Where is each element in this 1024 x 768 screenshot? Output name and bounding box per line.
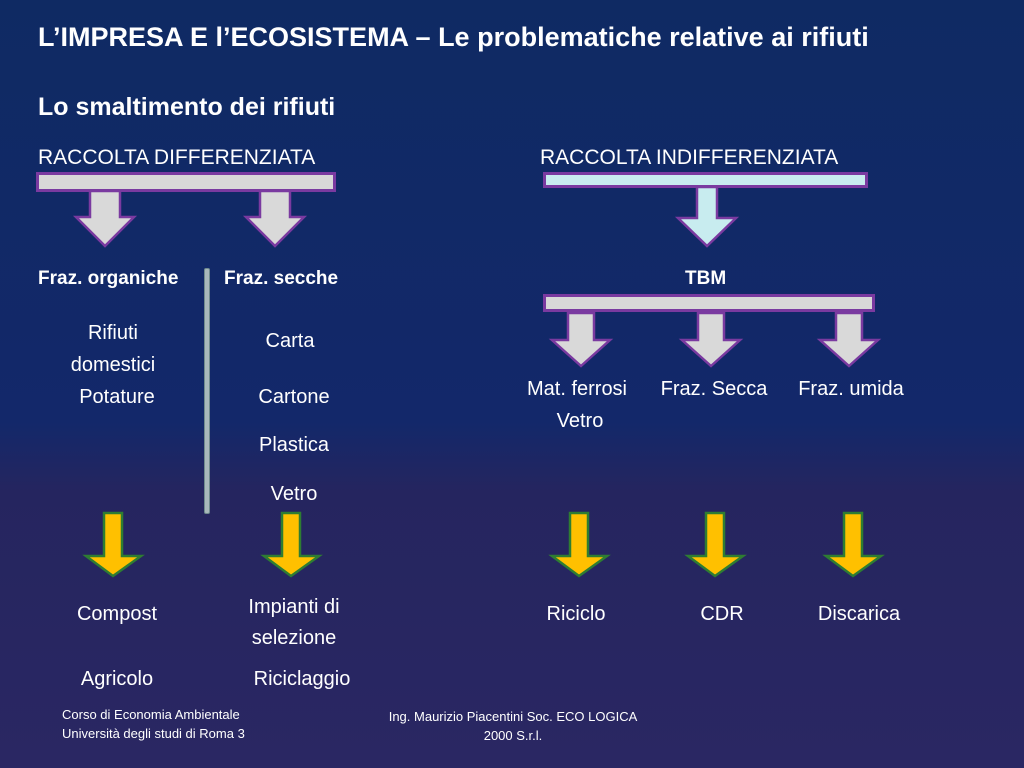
outcome-agricolo: Agricolo bbox=[80, 668, 154, 690]
arrow-down-icon bbox=[816, 311, 882, 368]
arrow-down-icon bbox=[72, 189, 138, 248]
fraz-umida-label: Fraz. umida bbox=[798, 378, 904, 400]
outcome-riciclaggio: Riciclaggio bbox=[253, 668, 351, 690]
slide-subtitle: Lo smaltimento dei rifiuti bbox=[38, 93, 336, 121]
fraz-secca-label: Fraz. Secca bbox=[660, 378, 768, 400]
footer-author-line2: 2000 S.r.l. bbox=[483, 728, 543, 743]
slide-title: L’IMPRESA E l’ECOSISTEMA – Le problemati… bbox=[38, 22, 869, 52]
arrow-down-icon bbox=[242, 189, 308, 248]
mat-ferrosi-label: Mat. ferrosi bbox=[526, 378, 628, 400]
outcome-compost: Compost bbox=[76, 603, 158, 625]
footer-author-line1: Ing. Maurizio Piacentini Soc. ECO LOGICA bbox=[388, 709, 638, 724]
footer-course: Corso di Economia Ambientale Università … bbox=[62, 705, 245, 743]
footer-course-line2: Università degli studi di Roma 3 bbox=[62, 726, 245, 741]
fraz-secche-label: Fraz. secche bbox=[224, 268, 339, 289]
outcome-impianti: Impianti di bbox=[248, 596, 340, 618]
outcome-cdr: CDR bbox=[700, 603, 744, 625]
item-potature: Potature bbox=[79, 386, 155, 408]
arrow-down-icon bbox=[678, 311, 744, 368]
arrow-down-icon bbox=[548, 311, 614, 368]
arrow-down-icon bbox=[684, 511, 747, 578]
arrow-down-icon bbox=[822, 511, 885, 578]
item-domestici: domestici bbox=[70, 354, 156, 376]
arrow-down-icon bbox=[548, 511, 611, 578]
arrow-down-icon bbox=[260, 511, 323, 578]
item-rifiuti: Rifiuti bbox=[87, 322, 138, 344]
footer-course-line1: Corso di Economia Ambientale bbox=[62, 707, 240, 722]
tbm-bar bbox=[543, 294, 875, 312]
arrow-down-icon bbox=[82, 511, 145, 578]
outcome-riciclo: Riciclo bbox=[546, 603, 606, 625]
tbm-label: TBM bbox=[685, 268, 727, 289]
outcome-selezione: selezione bbox=[251, 627, 337, 649]
item-carta: Carta bbox=[265, 330, 315, 352]
fraz-organiche-label: Fraz. organiche bbox=[38, 268, 179, 289]
vetro-label: Vetro bbox=[556, 410, 604, 432]
right-section-heading: RACCOLTA INDIFFERENZIATA bbox=[540, 146, 839, 169]
item-vetro: Vetro bbox=[270, 483, 318, 505]
item-plastica: Plastica bbox=[258, 434, 330, 456]
outcome-discarica: Discarica bbox=[817, 603, 901, 625]
arrow-down-icon bbox=[674, 185, 740, 248]
left-header-bar bbox=[36, 172, 336, 192]
footer-author: Ing. Maurizio Piacentini Soc. ECO LOGICA… bbox=[366, 707, 660, 745]
item-cartone: Cartone bbox=[258, 386, 330, 408]
column-divider bbox=[204, 268, 210, 514]
left-section-heading: RACCOLTA DIFFERENZIATA bbox=[38, 146, 316, 169]
